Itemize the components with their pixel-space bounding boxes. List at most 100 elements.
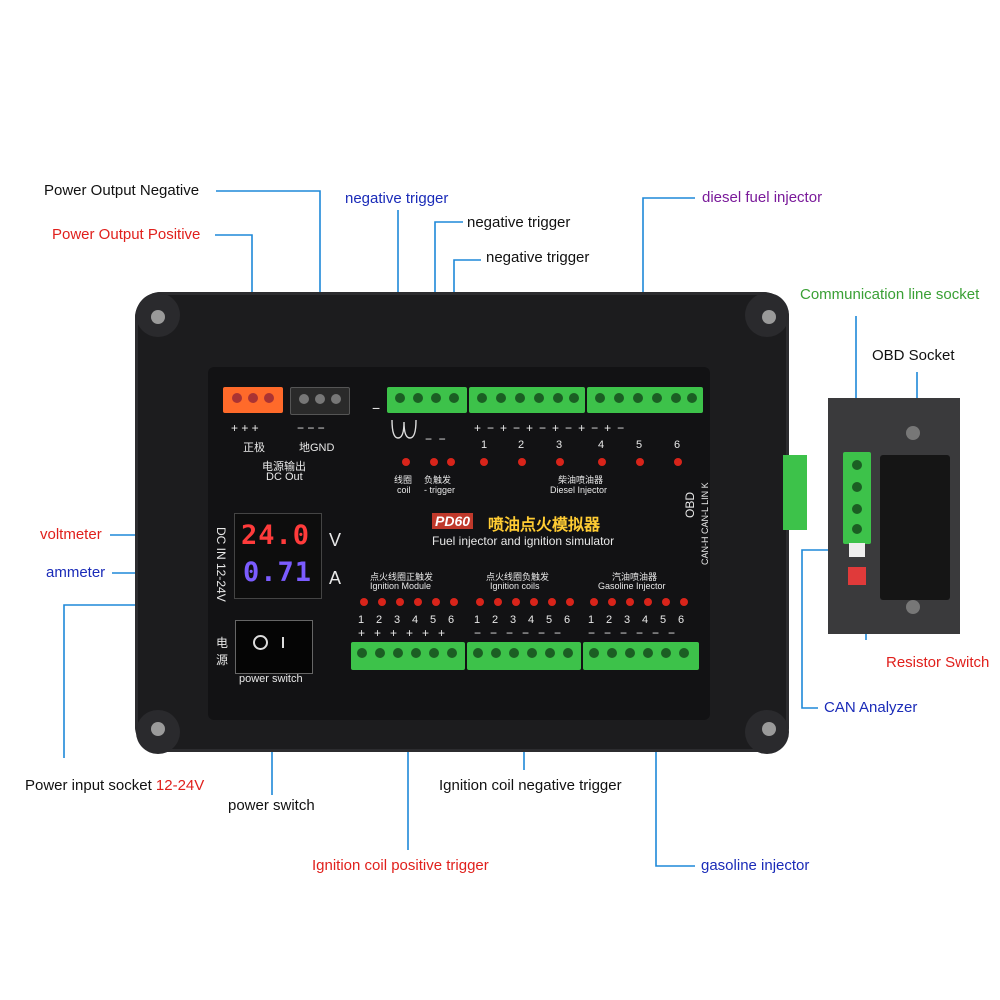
gasoline-ch3: 3 <box>624 614 631 626</box>
led-indicator <box>674 458 682 466</box>
diesel-channel-6: 6 <box>674 439 681 451</box>
callout-voltmeter: voltmeter <box>40 526 102 543</box>
ign-coils-ch3: 3 <box>510 614 517 626</box>
callout-resistor-switch: Resistor Switch <box>886 654 990 671</box>
callout-power-output-negative: Power Output Negative <box>44 182 200 199</box>
led-indicator <box>476 598 484 606</box>
diesel-polarity: +−+−+−+−+−+− <box>474 421 631 435</box>
communication-line-socket[interactable] <box>843 452 871 544</box>
ignition-coils-cn: 点火线圈负触发 <box>486 572 550 582</box>
power-cn-label: 电源 <box>216 636 229 667</box>
diesel-en-label: Diesel Injector <box>550 485 608 495</box>
power-switch-label: power switch <box>239 673 303 685</box>
gasoline-polarity: −−−−−− <box>588 626 685 640</box>
led-indicator <box>480 458 488 466</box>
coil-en-label: coil <box>397 485 411 495</box>
ign-coils-polarity: −−−−−− <box>474 626 571 640</box>
diesel-injector-terminal-b[interactable] <box>587 387 703 413</box>
coil-trigger-terminal[interactable] <box>387 387 467 413</box>
title-cn: 喷油点火模拟器 <box>488 517 601 534</box>
ign-module-ch5: 5 <box>430 614 437 626</box>
voltage-reading: 24.0 <box>241 520 311 551</box>
callout-gasoline-injector: gasoline injector <box>701 857 810 874</box>
title-en: Fuel injector and ignition simulator <box>432 534 615 548</box>
side-communication-connector[interactable] <box>783 455 807 530</box>
voltage-unit: V <box>329 530 342 550</box>
resistor-switch[interactable] <box>848 567 866 585</box>
diesel-channel-1: 1 <box>481 439 488 451</box>
led-indicator <box>530 598 538 606</box>
leader-power-input <box>63 604 140 758</box>
callout-negative-trigger-3: negative trigger <box>486 249 590 266</box>
diesel-channel-3: 3 <box>556 439 563 451</box>
power-input-socket-text: Power input socket <box>25 777 152 794</box>
ign-module-ch4: 4 <box>412 614 419 626</box>
ignition-module-terminal[interactable] <box>351 642 465 670</box>
can-labels: CAN-H CAN-L LIN K <box>700 482 710 565</box>
diesel-cn-label: 柴油喷油器 <box>558 475 604 485</box>
ignition-coils-en: Ignition coils <box>490 581 540 591</box>
led-indicator <box>512 598 520 606</box>
dc-out-cn-label: 电源输出 <box>262 461 306 473</box>
led-indicator <box>430 458 438 466</box>
led-indicator <box>396 598 404 606</box>
callout-power-input-socket: Power input socket 12-24V <box>25 777 204 795</box>
callout-power-switch: power switch <box>228 797 315 814</box>
led-indicator <box>548 598 556 606</box>
led-indicator <box>432 598 440 606</box>
led-indicator <box>447 458 455 466</box>
diesel-injector-terminal-a[interactable] <box>469 387 585 413</box>
gasoline-injector-terminal[interactable] <box>583 642 699 670</box>
led-indicator <box>636 458 644 466</box>
gasoline-ch2: 2 <box>606 614 613 626</box>
screw-icon <box>151 310 165 324</box>
callout-ammeter: ammeter <box>46 564 106 581</box>
ign-module-ch3: 3 <box>394 614 401 626</box>
callout-diesel-fuel-injector: diesel fuel injector <box>702 189 823 206</box>
gasoline-ch5: 5 <box>660 614 667 626</box>
coil-cn-label: 线圈 <box>394 475 413 485</box>
positive-label: 正极 <box>243 442 265 454</box>
minus-signs: − − − <box>297 421 325 435</box>
led-indicator <box>644 598 652 606</box>
neg-trigger-en-label: - trigger <box>424 485 456 495</box>
power-output-negative-terminal[interactable] <box>290 387 350 415</box>
coil-symbol-icon <box>391 419 417 439</box>
led-indicator <box>598 458 606 466</box>
obd-label: OBD <box>683 491 697 518</box>
ign-module-polarity: ++++++ <box>358 626 455 640</box>
power-input-voltage: 12-24V <box>155 777 205 794</box>
callout-negative-trigger-1: negative trigger <box>345 190 449 207</box>
callout-power-output-positive: Power Output Positive <box>52 226 201 243</box>
ign-coils-ch6: 6 <box>564 614 571 626</box>
diesel-channel-2: 2 <box>518 439 525 451</box>
led-indicator <box>608 598 616 606</box>
leader-can-analyzer <box>801 549 848 709</box>
led-indicator <box>518 458 526 466</box>
gasoline-ch4: 4 <box>642 614 649 626</box>
power-switch[interactable] <box>235 620 313 674</box>
ign-coils-ch2: 2 <box>492 614 499 626</box>
ignition-module-en: Ignition Module <box>370 581 432 591</box>
led-indicator <box>494 598 502 606</box>
ign-coils-ch4: 4 <box>528 614 535 626</box>
callout-communication-line-socket: Communication line socket <box>800 286 980 303</box>
ignition-coils-terminal[interactable] <box>467 642 581 670</box>
ign-module-ch6: 6 <box>448 614 455 626</box>
led-indicator <box>414 598 422 606</box>
led-indicator <box>662 598 670 606</box>
screw-icon <box>906 600 920 614</box>
screw-icon <box>762 722 776 736</box>
minus-sign: − <box>372 400 381 416</box>
gasoline-cn: 汽油喷油器 <box>612 572 658 582</box>
can-analyzer-connector[interactable] <box>849 543 865 557</box>
brand-badge: PD60 <box>432 513 474 529</box>
ignition-module-cn: 点火线圈正触发 <box>370 572 434 582</box>
dc-in-label: DC IN 12-24V <box>214 527 228 602</box>
power-output-positive-terminal[interactable] <box>223 387 283 413</box>
volt-ammeter-display <box>234 513 322 599</box>
on-icon <box>282 637 284 648</box>
obd-socket[interactable] <box>880 455 950 600</box>
led-indicator <box>360 598 368 606</box>
led-indicator <box>556 458 564 466</box>
